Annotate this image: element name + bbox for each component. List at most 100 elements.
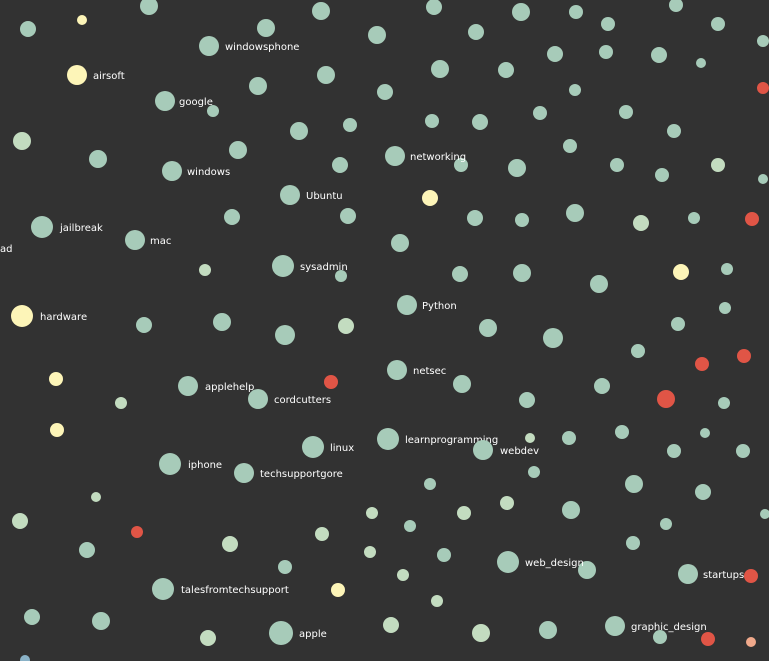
graph-node[interactable] <box>605 616 625 636</box>
graph-node[interactable] <box>657 390 675 408</box>
graph-node[interactable] <box>155 91 175 111</box>
graph-node[interactable] <box>508 159 526 177</box>
graph-node[interactable] <box>757 82 769 94</box>
graph-node[interactable] <box>454 158 468 172</box>
graph-node[interactable] <box>431 60 449 78</box>
node-startups[interactable]: startups <box>678 564 744 584</box>
graph-node[interactable] <box>162 161 182 181</box>
graph-node[interactable] <box>391 234 409 252</box>
graph-node[interactable] <box>653 630 667 644</box>
graph-node[interactable] <box>92 612 110 630</box>
node-networking[interactable]: networking <box>385 146 466 166</box>
graph-node[interactable] <box>468 24 484 40</box>
graph-node[interactable] <box>425 114 439 128</box>
graph-node[interactable] <box>695 357 709 371</box>
graph-node[interactable] <box>199 264 211 276</box>
node-ad-partial[interactable]: ad <box>0 238 12 258</box>
graph-node[interactable] <box>115 397 127 409</box>
node-netsec[interactable]: netsec <box>387 360 446 380</box>
graph-node[interactable] <box>385 146 405 166</box>
graph-node[interactable] <box>67 65 87 85</box>
graph-node[interactable] <box>610 158 624 172</box>
graph-node[interactable] <box>472 114 488 130</box>
graph-node[interactable] <box>678 564 698 584</box>
graph-node[interactable] <box>566 204 584 222</box>
graph-node[interactable] <box>140 0 158 15</box>
graph-node[interactable] <box>50 423 64 437</box>
graph-node[interactable] <box>387 360 407 380</box>
graph-node[interactable] <box>152 578 174 600</box>
graph-node[interactable] <box>452 266 468 282</box>
graph-node[interactable] <box>248 389 268 409</box>
graph-node[interactable] <box>159 453 181 475</box>
graph-node[interactable] <box>343 118 357 132</box>
graph-node[interactable] <box>631 344 645 358</box>
graph-node[interactable] <box>404 520 416 532</box>
graph-node[interactable] <box>290 122 308 140</box>
graph-node[interactable] <box>615 425 629 439</box>
graph-node[interactable] <box>397 295 417 315</box>
graph-node[interactable] <box>453 375 471 393</box>
graph-node[interactable] <box>422 190 438 206</box>
graph-node[interactable] <box>200 630 216 646</box>
graph-node[interactable] <box>625 475 643 493</box>
node-python[interactable]: Python <box>397 295 457 315</box>
node-webdev[interactable]: webdev <box>473 440 539 460</box>
graph-node[interactable] <box>424 478 436 490</box>
node-sysadmin[interactable]: sysadmin <box>272 255 348 277</box>
graph-node[interactable] <box>671 317 685 331</box>
graph-node[interactable] <box>331 583 345 597</box>
graph-node[interactable] <box>711 17 725 31</box>
graph-node[interactable] <box>512 3 530 21</box>
graph-node[interactable] <box>397 569 409 581</box>
graph-node[interactable] <box>533 106 547 120</box>
node-linux[interactable]: linux <box>302 436 354 458</box>
graph-node[interactable] <box>578 561 596 579</box>
node-cordcutters[interactable]: cordcutters <box>248 389 331 409</box>
node-iphone[interactable]: iphone <box>159 453 222 475</box>
graph-node[interactable] <box>547 46 563 62</box>
graph-node[interactable] <box>562 431 576 445</box>
graph-node[interactable] <box>669 0 683 12</box>
graph-node[interactable] <box>335 270 347 282</box>
node-google[interactable]: google <box>155 91 213 111</box>
graph-node[interactable] <box>89 150 107 168</box>
graph-node[interactable] <box>472 624 490 642</box>
node-applehelp[interactable]: applehelp <box>178 376 254 396</box>
node-graphic_design[interactable]: graphic_design <box>605 616 707 636</box>
graph-node[interactable] <box>431 595 443 607</box>
node-mac[interactable]: mac <box>125 230 171 250</box>
graph-node[interactable] <box>479 319 497 337</box>
graph-node[interactable] <box>500 496 514 510</box>
graph-node[interactable] <box>700 428 710 438</box>
graph-node[interactable] <box>13 132 31 150</box>
graph-node[interactable] <box>377 428 399 450</box>
graph-node[interactable] <box>711 158 725 172</box>
node-apple[interactable]: apple <box>269 621 327 645</box>
node-talesfromtechsupport[interactable]: talesfromtechsupport <box>152 578 289 600</box>
graph-node[interactable] <box>746 637 756 647</box>
graph-node[interactable] <box>758 174 768 184</box>
graph-node[interactable] <box>20 655 30 661</box>
graph-node[interactable] <box>77 15 87 25</box>
graph-node[interactable] <box>269 621 293 645</box>
node-learnprogramming[interactable]: learnprogramming <box>377 428 498 450</box>
graph-node[interactable] <box>49 372 63 386</box>
graph-node[interactable] <box>660 518 672 530</box>
graph-node[interactable] <box>178 376 198 396</box>
graph-node[interactable] <box>473 440 493 460</box>
graph-node[interactable] <box>543 328 563 348</box>
graph-node[interactable] <box>224 209 240 225</box>
node-windowsphone[interactable]: windowsphone <box>199 36 299 56</box>
graph-node[interactable] <box>437 548 451 562</box>
node-jailbreak[interactable]: jailbreak <box>31 216 103 238</box>
graph-node[interactable] <box>695 484 711 500</box>
graph-node[interactable] <box>673 264 689 280</box>
graph-node[interactable] <box>525 433 535 443</box>
graph-node[interactable] <box>513 264 531 282</box>
graph-node[interactable] <box>701 632 715 646</box>
graph-node[interactable] <box>317 66 335 84</box>
graph-node[interactable] <box>563 139 577 153</box>
graph-node[interactable] <box>91 492 101 502</box>
node-hardware[interactable]: hardware <box>11 305 87 327</box>
